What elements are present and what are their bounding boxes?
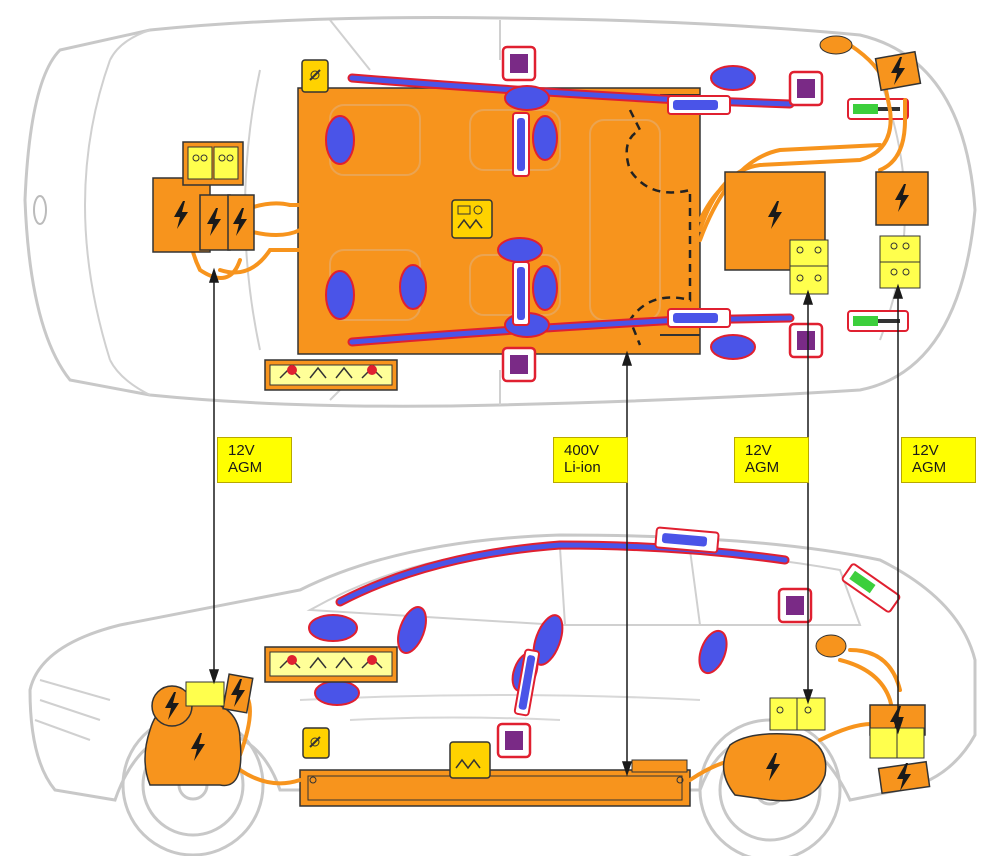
seatbelt-pretensioner-strip	[264, 359, 398, 391]
airbag-icon	[325, 270, 355, 320]
airbags-side	[308, 606, 728, 706]
connector-arrows	[208, 267, 904, 777]
front-hv-unit-top	[152, 141, 255, 253]
control-unit-icon	[302, 727, 330, 759]
high-voltage-disconnect-icon	[819, 35, 853, 55]
top-view	[23, 16, 977, 408]
battery-icon	[796, 697, 826, 731]
battery-icon	[789, 265, 829, 295]
airbag-icon	[710, 334, 756, 360]
airbag-icon	[504, 85, 550, 111]
battery-icon	[879, 261, 921, 289]
airbag-icon	[399, 264, 427, 310]
seatbelt-pretensioner-icon	[512, 95, 731, 328]
battery-icon	[879, 235, 921, 263]
control-unit-icon	[449, 741, 491, 779]
airbag-icon	[532, 614, 564, 666]
battery-icon	[213, 146, 239, 180]
battery-icon	[185, 681, 225, 707]
airbag-icon	[314, 680, 360, 706]
gas-strut-icon	[847, 98, 909, 332]
battery-icon	[789, 239, 829, 269]
label-rear-12v-agm-left: 12V AGM	[734, 437, 809, 483]
rear-hv-unit-top	[724, 35, 929, 295]
label-rear-12v-agm-right: 12V AGM	[901, 437, 976, 483]
battery-icon	[769, 697, 799, 731]
top-view-body-outline	[23, 16, 977, 408]
airbag-icon	[532, 265, 558, 311]
airbag-icon	[308, 614, 358, 642]
battery-icon	[869, 727, 898, 759]
airbag-icon	[497, 237, 543, 263]
airbag-icon	[532, 115, 558, 161]
battery-icon	[896, 727, 925, 759]
battery-icon	[187, 146, 213, 180]
airbag-icon	[710, 65, 756, 91]
airbag-icon	[325, 115, 355, 165]
airbag-icon	[698, 629, 728, 675]
airbag-icon	[397, 606, 427, 654]
label-hv-400v-liion: 400V Li-ion	[553, 437, 628, 483]
airbags-top	[325, 65, 756, 360]
crash-sensor-icon	[501, 45, 824, 383]
hv-battery-top	[297, 87, 701, 355]
high-voltage-disconnect-icon	[815, 634, 847, 658]
side-view	[28, 526, 977, 861]
label-front-12v-agm: 12V AGM	[217, 437, 292, 483]
hv-battery-side	[299, 769, 691, 807]
